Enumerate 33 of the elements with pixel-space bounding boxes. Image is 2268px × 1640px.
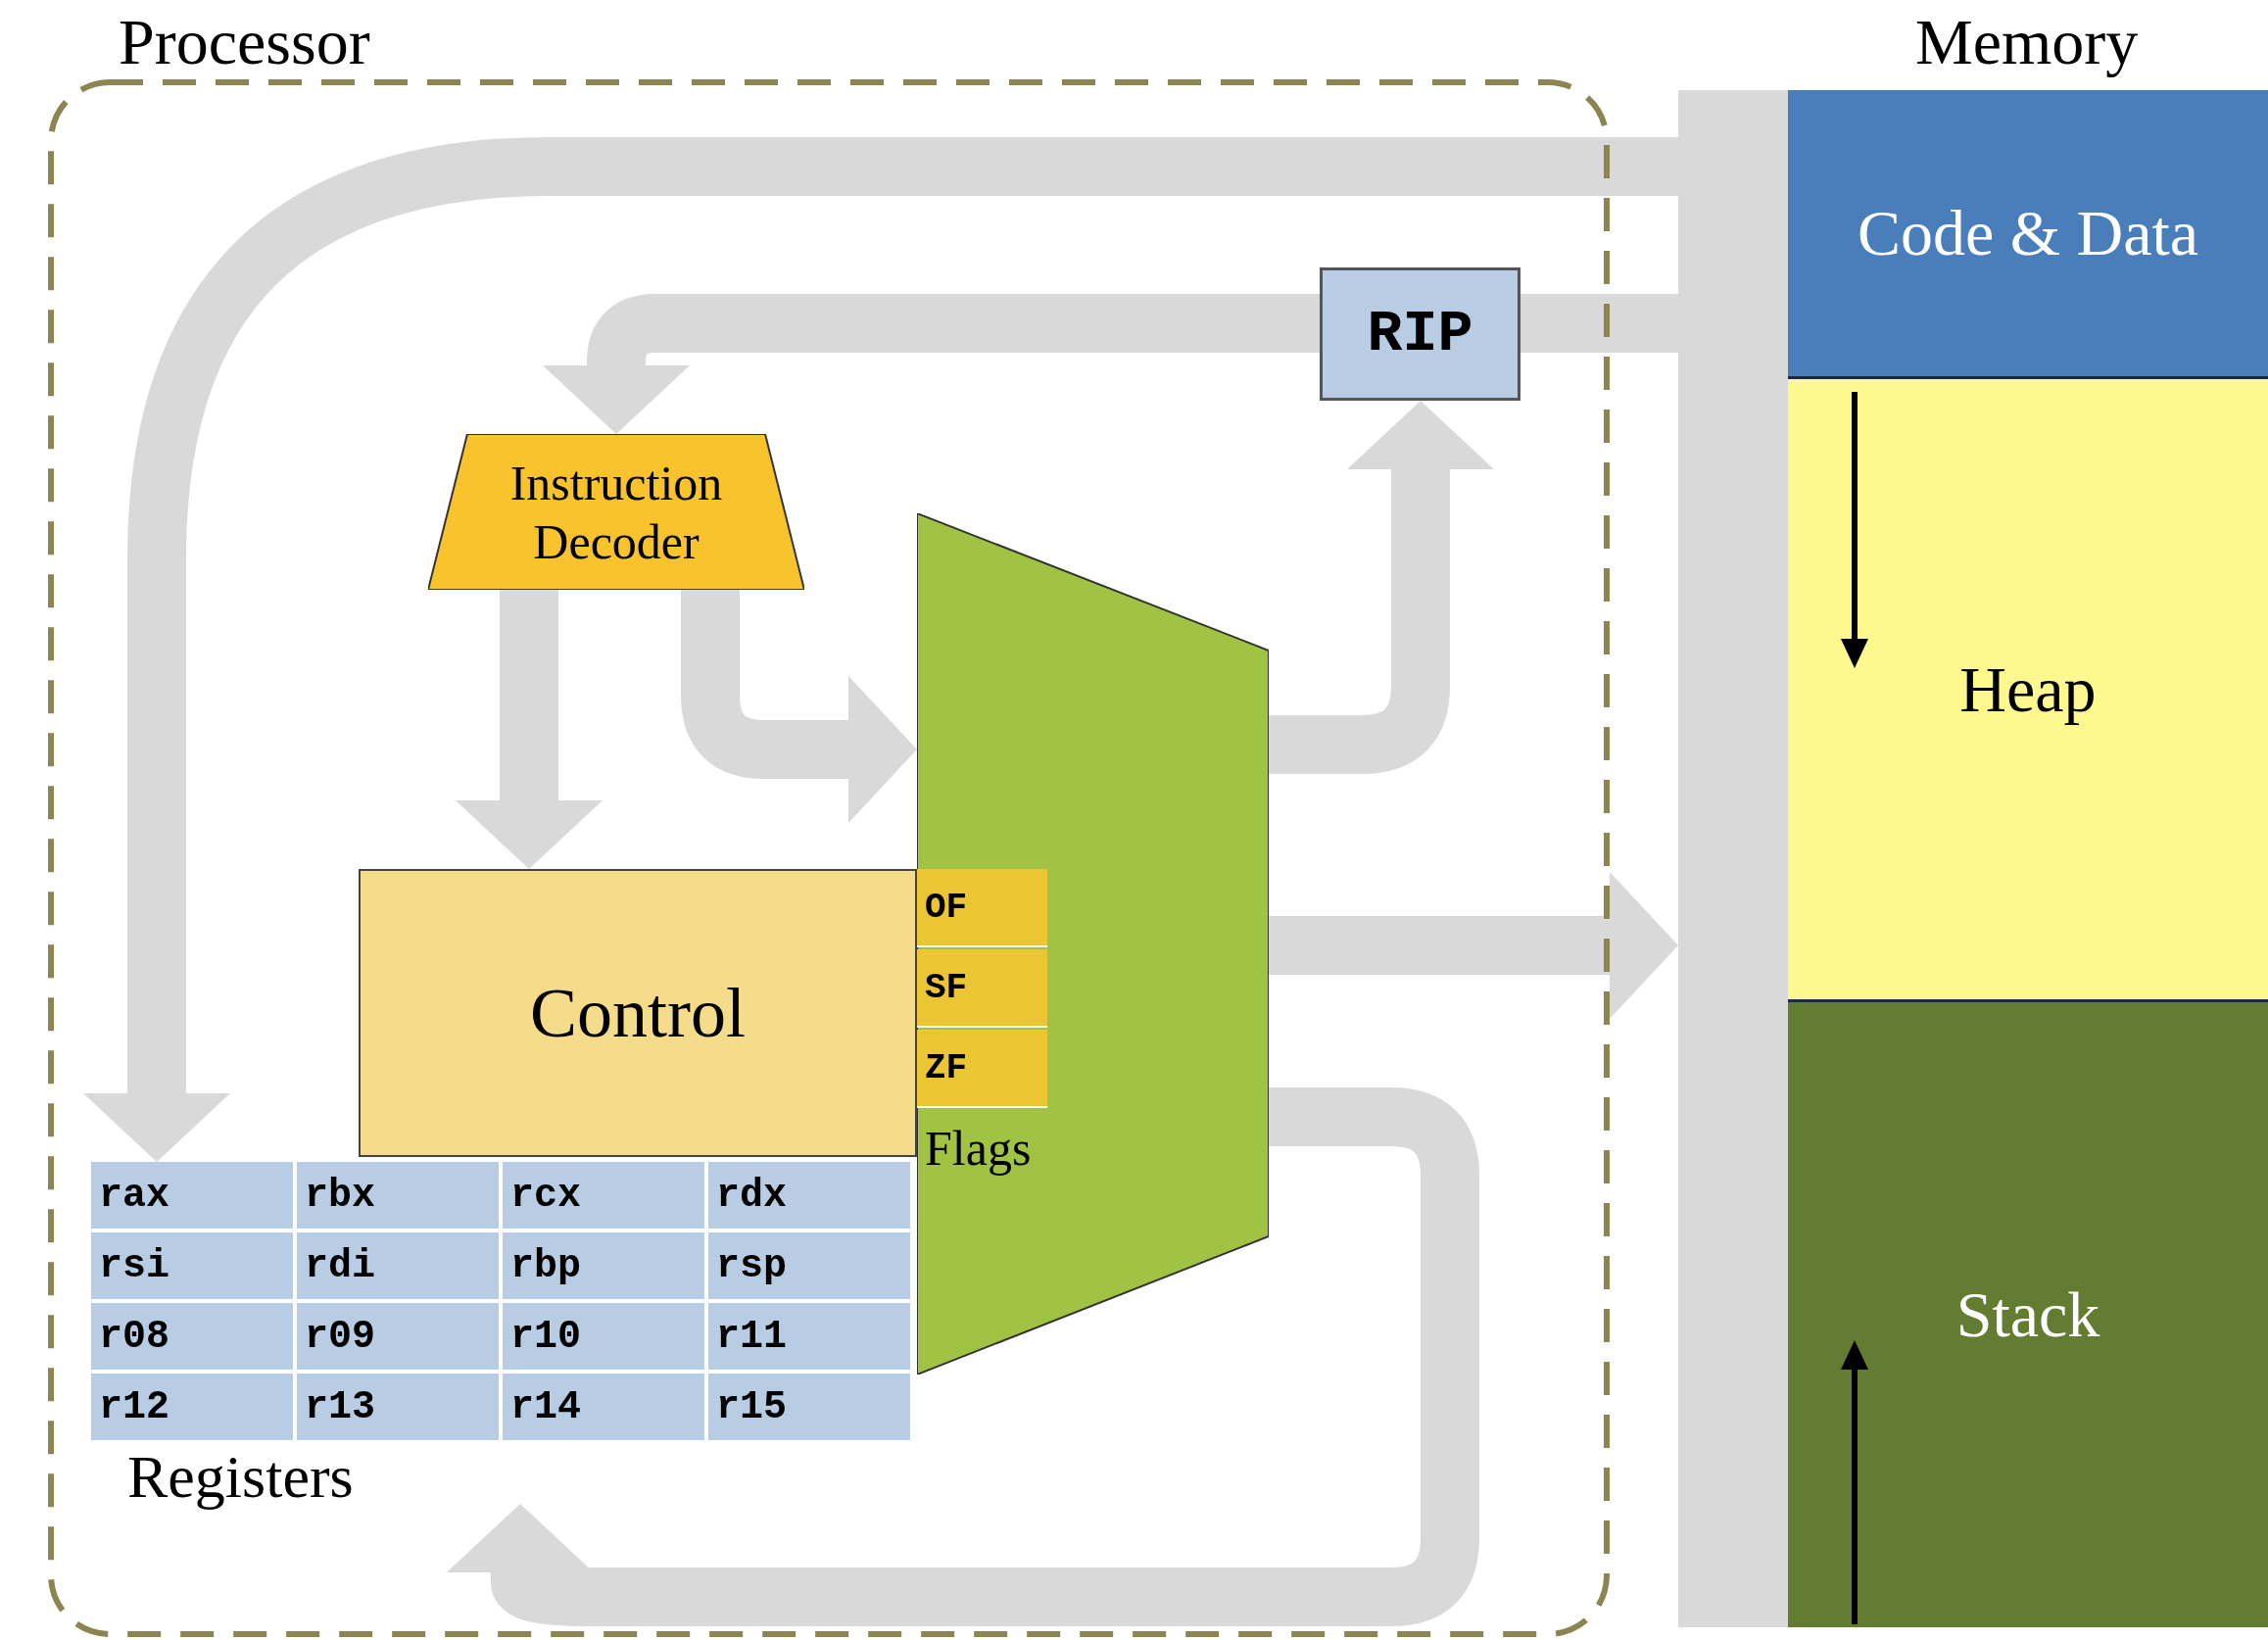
arrow xyxy=(456,590,603,869)
flag-cell: OF xyxy=(917,869,1047,947)
memory-region: Code & Data xyxy=(1788,90,2268,379)
table-cell: r14 xyxy=(503,1374,706,1442)
table-cell: r08 xyxy=(91,1303,295,1372)
bus-bar xyxy=(1678,90,1788,1627)
arrow xyxy=(1269,401,1494,774)
table-cell: rdx xyxy=(708,1162,912,1230)
arrow xyxy=(543,294,1320,434)
arrow xyxy=(681,590,917,823)
table-cell: r13 xyxy=(297,1374,501,1442)
flag-cell: ZF xyxy=(917,1030,1047,1108)
control-block: Control xyxy=(359,869,917,1157)
table-cell: r10 xyxy=(503,1303,706,1372)
arrow xyxy=(447,1087,1479,1626)
decoder-block: Instruction Decoder xyxy=(428,434,804,590)
group-title: Processor xyxy=(119,10,370,74)
flag-cell: SF xyxy=(917,949,1047,1028)
memory-region: Heap xyxy=(1788,379,2268,1002)
table-cell: r11 xyxy=(708,1303,912,1372)
table-cell: rsi xyxy=(91,1232,295,1301)
register-box: RIP xyxy=(1320,267,1520,401)
table-cell: rbx xyxy=(297,1162,501,1230)
table-cell: rdi xyxy=(297,1232,501,1301)
table-cell: r15 xyxy=(708,1374,912,1442)
table-cell: rax xyxy=(91,1162,295,1230)
table-cell: rcx xyxy=(503,1162,706,1230)
table-cell: rbp xyxy=(503,1232,706,1301)
table-cell: rsp xyxy=(708,1232,912,1301)
table-cell: r12 xyxy=(91,1374,295,1442)
arrow xyxy=(1269,872,1678,1019)
memory-region: Stack xyxy=(1788,1002,2268,1627)
table-cell: r09 xyxy=(297,1303,501,1372)
